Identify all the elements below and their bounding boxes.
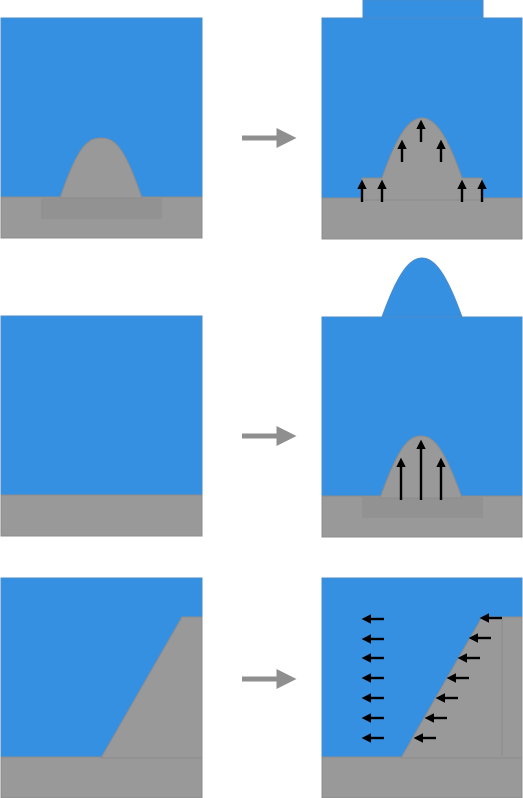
rock-base [0,756,203,798]
rock-lateral-arrows [413,613,502,743]
root-shadow [41,197,162,219]
row3-after-panel [321,577,523,798]
row1-after-panel [321,0,523,240]
root-shadow [362,496,483,518]
row-2 [0,257,523,538]
row2-before-panel [0,315,203,537]
mountain-shape [59,137,143,199]
row-3 [0,577,523,798]
row2-after-panel [321,257,523,538]
water-pressure-arrows [361,614,384,743]
row-1 [0,0,523,240]
mountain-shape [361,117,483,201]
upward-force-arrows [357,119,487,202]
slope-shape [100,616,203,759]
raised-water-cap [362,0,484,20]
rock-base [0,494,203,537]
row3-before-panel [0,577,203,798]
rock-base [321,197,523,240]
row1-before-panel [0,17,203,239]
upward-force-arrows [396,439,446,500]
water-block [0,315,203,497]
rock-base [321,756,523,798]
